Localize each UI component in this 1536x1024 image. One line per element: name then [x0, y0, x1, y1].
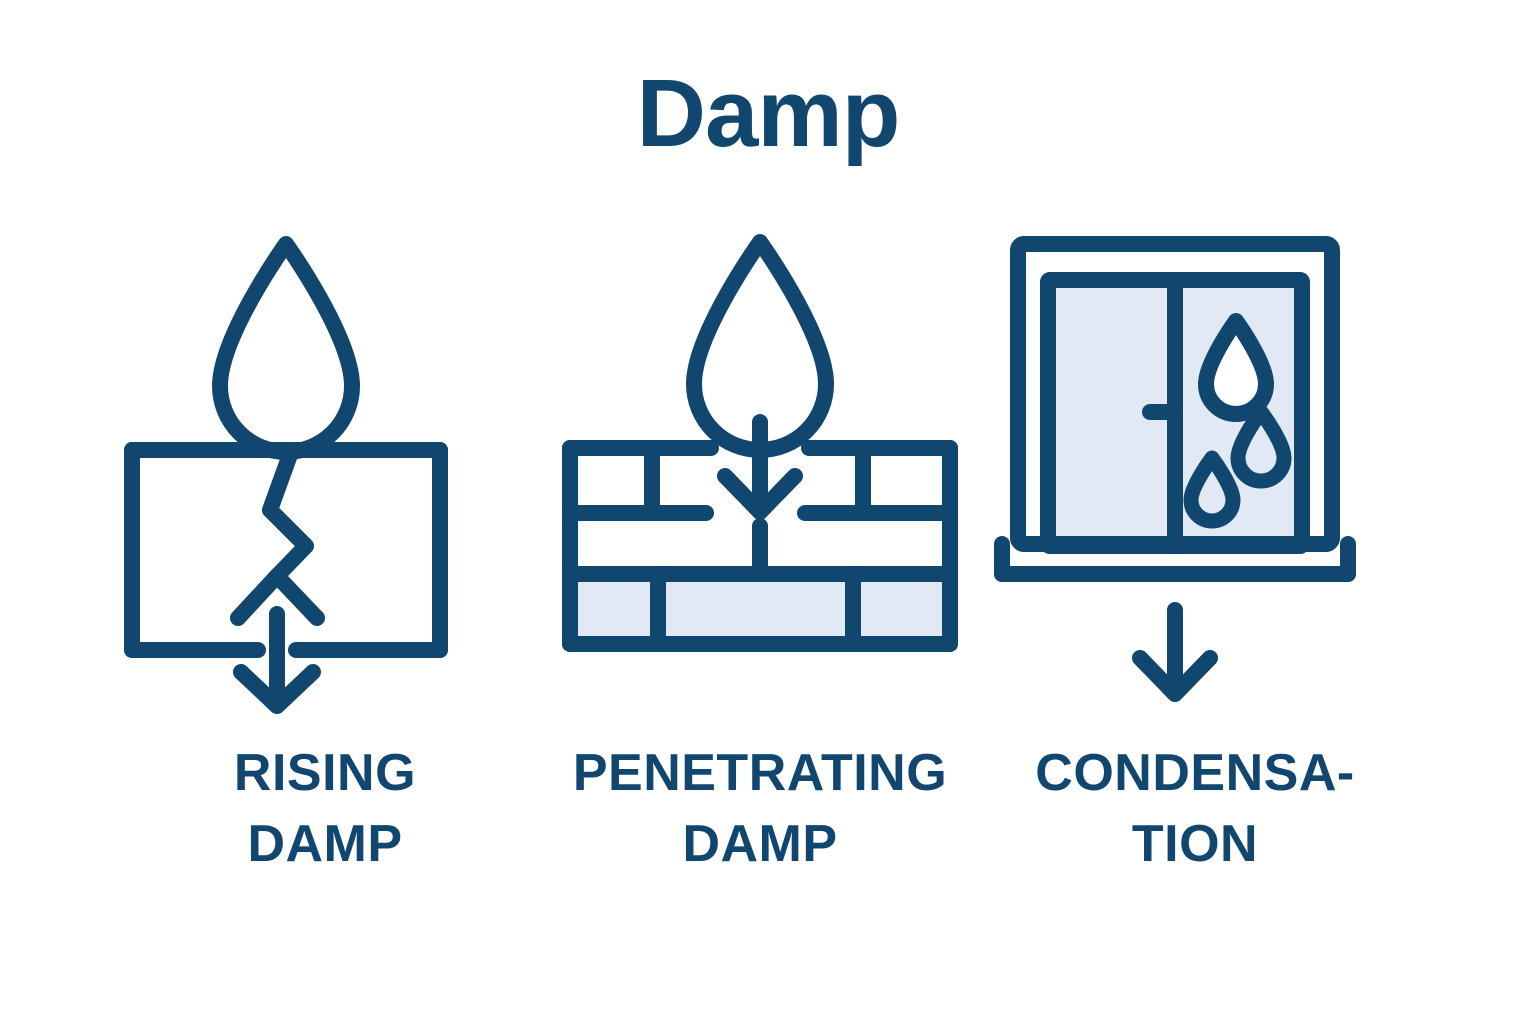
- column-penetrating-damp: PENETRATING DAMP: [545, 226, 975, 926]
- caption-penetrating-damp: PENETRATING DAMP: [545, 738, 975, 880]
- column-rising-damp: RISING DAMP: [110, 226, 540, 926]
- page-title: Damp: [636, 60, 901, 167]
- penetrating-damp-icon: [545, 226, 975, 726]
- rising-damp-icon: [110, 226, 540, 726]
- wall-crack-icon: [230, 444, 325, 626]
- condensation-icon: [980, 226, 1410, 726]
- caption-rising-damp: RISING DAMP: [110, 738, 540, 880]
- caption-line-1: CONDENSA-: [1035, 744, 1355, 802]
- caption-line-2: DAMP: [682, 815, 838, 874]
- condensation-droplets: [1183, 313, 1292, 529]
- brick-fills: [578, 573, 942, 636]
- down-arrow-icon: [717, 414, 803, 582]
- down-arrow-icon: [1132, 602, 1218, 702]
- droplet-small: [1183, 450, 1241, 529]
- down-arrow-icon: [233, 606, 321, 714]
- caption-line-1: RISING: [233, 744, 417, 802]
- caption-condensation: CONDENSA- TION: [980, 738, 1410, 880]
- column-condensation: CONDENSA- TION: [980, 226, 1410, 926]
- droplet-large: [1198, 313, 1274, 422]
- droplet-medium: [1230, 404, 1292, 489]
- caption-line-2: DAMP: [247, 815, 403, 874]
- caption-line-2: TION: [1131, 815, 1259, 874]
- water-droplet-icon: [212, 236, 360, 460]
- caption-line-1: PENETRATING: [572, 744, 948, 802]
